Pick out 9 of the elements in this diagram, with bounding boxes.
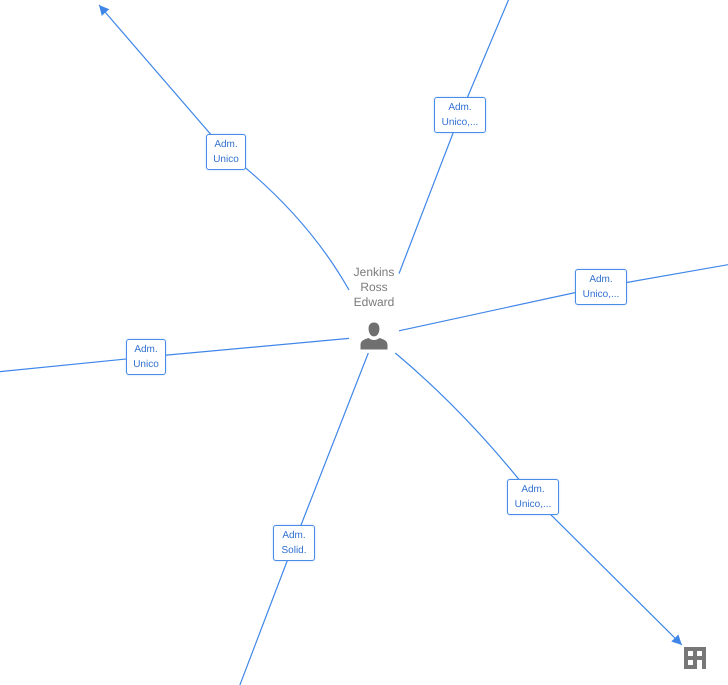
edge-label: Adm. Unico,... [575, 269, 627, 305]
arrow [394, 352, 682, 646]
edge-label: Adm. Unico,... [507, 479, 559, 515]
building-icon [684, 647, 706, 669]
edge-label: Adm. Solid. [273, 525, 315, 561]
edge-label: Adm. Unico [126, 339, 166, 375]
node-label: Jenkins Ross Edward [352, 265, 396, 310]
edge-label: Adm. Unico [206, 134, 246, 170]
edge-label: Adm. Unico,... [434, 97, 486, 133]
